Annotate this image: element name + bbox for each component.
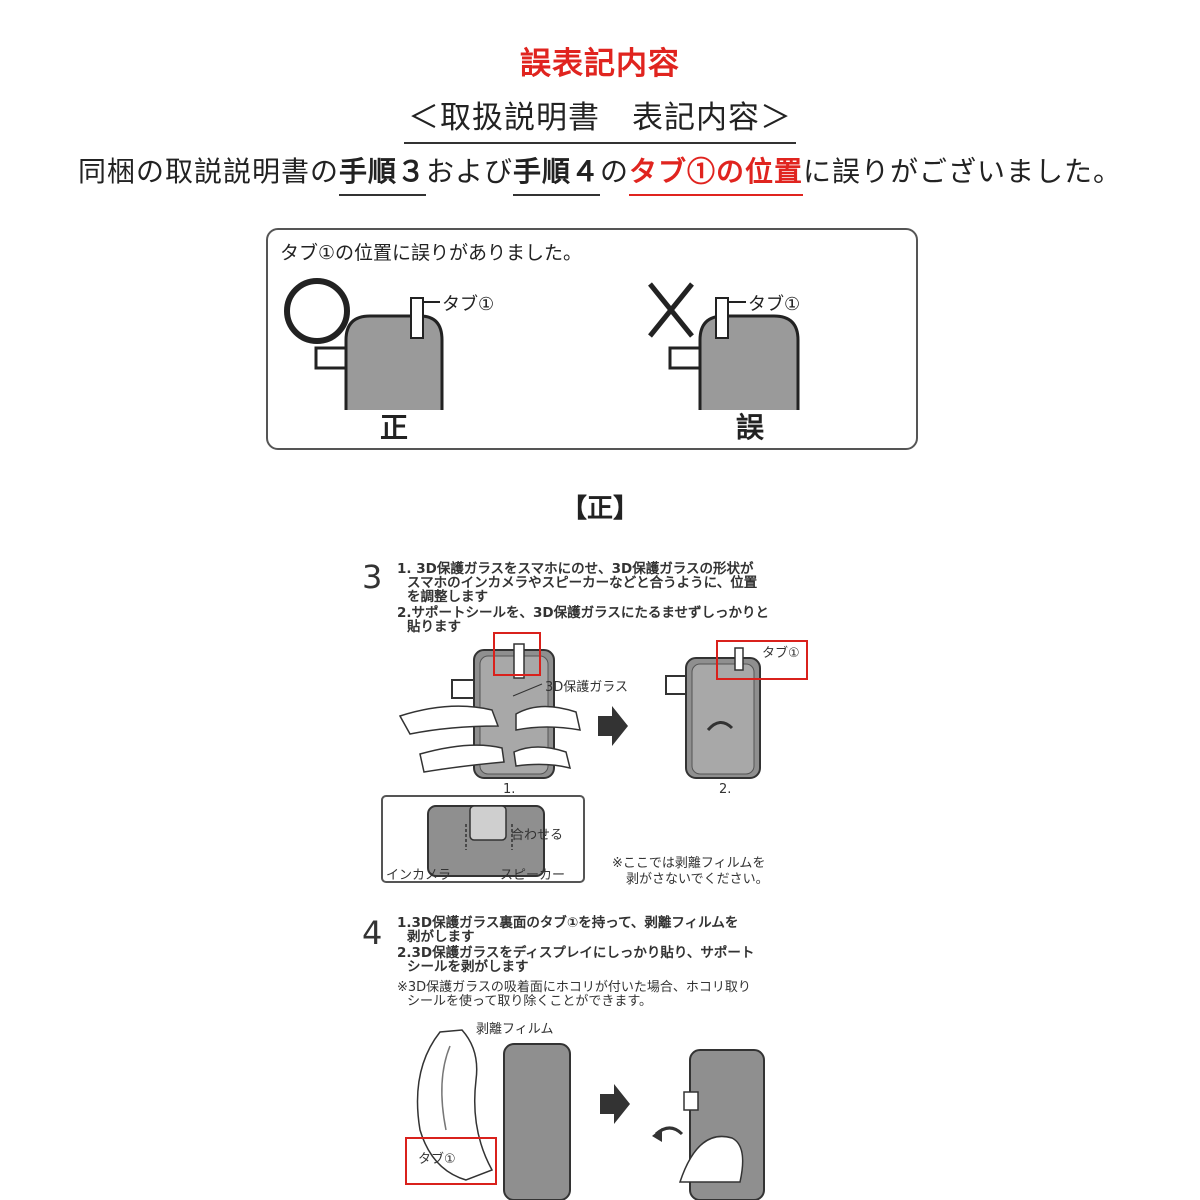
- phone-correct-shape: [344, 314, 444, 410]
- step3-tab-highlight-left: [493, 632, 541, 676]
- tab-label-correct: タブ①: [442, 294, 495, 315]
- correct-heading: 【正】: [560, 494, 639, 524]
- step3-camera-label: インカメラ: [386, 868, 452, 883]
- step4-tab-label: タブ①: [418, 1152, 456, 1167]
- step3-note-line-2: 剥がさないでください。: [626, 872, 769, 887]
- sample-illustration: [284, 278, 800, 410]
- notice-suffix: に誤りがございました。: [803, 155, 1123, 188]
- tab-position-sample-box: タブ①の位置に誤りがありました。 タブ① タブ① 正 誤: [266, 228, 918, 450]
- correct-label: 正: [380, 411, 409, 444]
- sample-caption: タブ①の位置に誤りがありました。: [280, 242, 583, 264]
- notice-prefix: 同梱の取説説明書の: [77, 155, 339, 188]
- phone-side-button-correct: [314, 346, 348, 370]
- step3-line-3: を調整します: [407, 589, 488, 605]
- notice-step4: 手順４: [512, 155, 600, 196]
- step3-note-line-1: ※ここでは剥離フィルムを: [612, 856, 766, 871]
- tab-correct-shape: [410, 297, 424, 339]
- step3-tab-label: タブ①: [762, 646, 800, 661]
- wrong-label: 誤: [736, 411, 765, 444]
- step3-line-5: 貼ります: [407, 619, 461, 635]
- subtitle-text: ＜取扱説明書 表記内容＞: [404, 100, 796, 144]
- step4-line-4: シールを剥がします: [407, 959, 529, 975]
- notice-highlight: タブ①の位置: [629, 155, 804, 196]
- step4-note-line-1: ※3D保護ガラスの吸着面にホコリが付いた場合、ホコリ取り: [397, 980, 751, 995]
- tab-label-wrong: タブ①: [748, 294, 801, 315]
- step3-glass-label: 3D保護ガラス: [545, 680, 629, 695]
- step3-fig2-label: 2.: [719, 782, 732, 797]
- error-notice: 同梱の取説説明書の手順３および手順４のタブ①の位置に誤りがございました。: [0, 150, 1200, 196]
- step4-line-2: 剥がします: [407, 929, 475, 945]
- circle-correct-icon: [284, 278, 350, 344]
- step3-line-2: スマホのインカメラやスピーカーなどと合うように、位置: [407, 575, 758, 591]
- step3-number: 3: [362, 558, 383, 596]
- step3-speaker-label: スピーカー: [500, 868, 566, 883]
- step3-line-4: 2.サポートシールを、3D保護ガラスにたるませずしっかりと: [397, 605, 769, 621]
- step4-illustration: [416, 1029, 765, 1200]
- step4-line-1: 1.3D保護ガラス裏面のタブ①を持って、剥離フィルムを: [397, 915, 739, 931]
- notice-mid2: の: [600, 155, 630, 188]
- step3-align-label: 合わせる: [511, 828, 564, 843]
- notice-step3: 手順３: [338, 155, 426, 196]
- tab-wrong-shape: [715, 297, 729, 339]
- step4-number: 4: [362, 914, 383, 952]
- phone-side-button-wrong: [668, 346, 702, 370]
- step3-fig1-label: 1.: [503, 782, 516, 797]
- step4-note-line-2: シールを使って取り除くことができます。: [407, 994, 653, 1009]
- step3-illustration: [381, 643, 761, 883]
- step3-tab-highlight-right: [716, 640, 808, 680]
- notice-mid1: および: [425, 155, 513, 188]
- document-subtitle: ＜取扱説明書 表記内容＞: [0, 92, 1200, 144]
- step3-line-1: 1. 3D保護ガラスをスマホにのせ、3D保護ガラスの形状が: [397, 561, 754, 577]
- phone-wrong-shape: [698, 314, 800, 410]
- step4-film-label: 剥離フィルム: [476, 1022, 554, 1037]
- step4-glass-left: [503, 1043, 571, 1200]
- step4-tab-highlight: [405, 1137, 497, 1185]
- step4-line-3: 2.3D保護ガラスをディスプレイにしっかり貼り、サポート: [397, 945, 755, 961]
- page-title: 誤表記内容: [520, 46, 680, 82]
